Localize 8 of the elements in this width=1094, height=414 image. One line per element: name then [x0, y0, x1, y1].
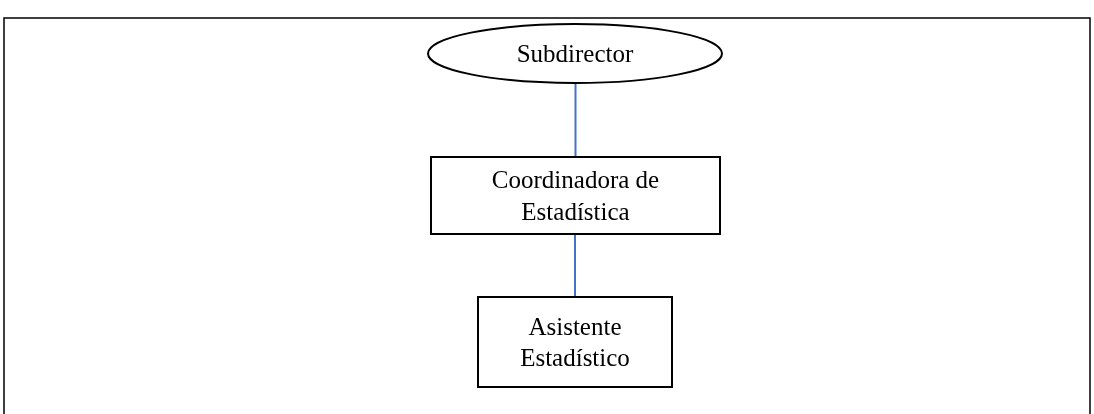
role-title: Coordinadora de Estadística [490, 165, 661, 227]
role-title: Asistente Estadístico [519, 311, 631, 373]
ellipse-node [427, 23, 723, 84]
connector-line [574, 234, 576, 297]
role-box [430, 156, 721, 235]
role-title: Subdirector [516, 38, 634, 69]
role-box [477, 296, 673, 388]
connector-line [574, 83, 577, 157]
